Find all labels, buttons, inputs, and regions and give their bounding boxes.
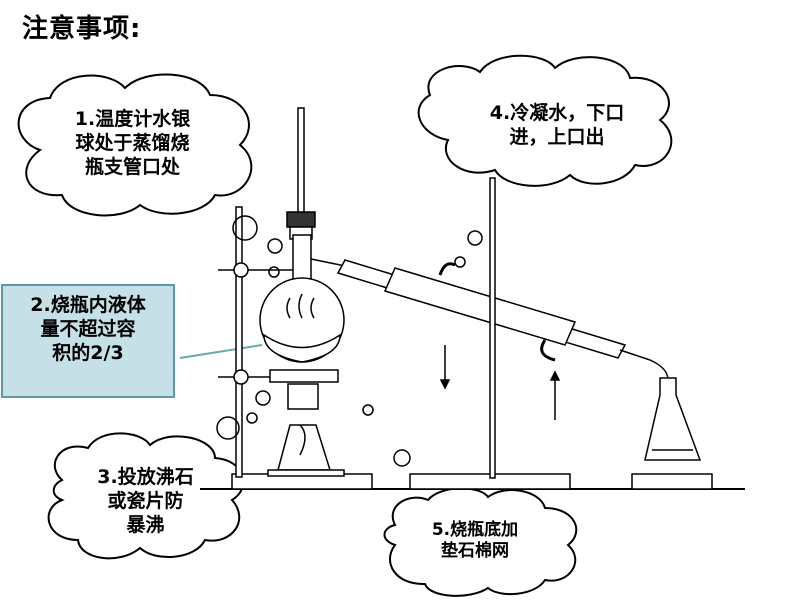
note-thermometer-position: 1.温度计水银 球处于蒸馏烧 瓶支管口处 [40,108,225,179]
note-4-line-1: 4.冷凝水，下口 [489,102,625,124]
note-1-line-3: 瓶支管口处 [84,155,180,178]
bubbles [216,215,483,467]
condenser [336,259,627,420]
note-1-line-1: 1.温度计水银 [74,108,191,130]
cloud-note-4 [417,54,673,187]
left-ring-stand [218,206,373,490]
note-liquid-volume: 2.烧瓶内液体 量不超过容 积的2/3 [4,294,172,365]
note-2-line-2: 量不超过容 [40,317,136,340]
note-5-line-1: 5.烧瓶底加 [431,520,519,540]
note-condenser-water: 4.冷凝水，下口 进，上口出 [452,102,662,150]
cloud-note-3 [47,432,245,560]
note-5-line-2: 垫石棉网 [441,541,509,562]
thermometer [286,107,316,244]
center-ring-stand [409,177,571,490]
note-4-line-2: 进，上口出 [509,125,605,148]
note-2-line-3: 积的2/3 [52,341,124,364]
note-2-pointer [179,344,263,359]
note-3-line-2: 或瓷片防 [107,489,184,512]
cloud-note-1 [17,73,253,217]
page-title: 注意事项: [22,14,142,44]
note-3-line-1: 3.投放沸石 [97,466,194,488]
note-boiling-chips: 3.投放沸石 或瓷片防 暴沸 [58,466,233,537]
receiving-flask [619,349,713,490]
burner [267,369,345,477]
note-asbestos-gauze: 5.烧瓶底加 垫石棉网 [395,520,555,563]
distilling-flask [259,234,356,363]
note-2-line-1: 2.烧瓶内液体 [30,294,146,316]
note-1-line-2: 球处于蒸馏烧 [75,131,190,154]
note-2-box [1,284,175,398]
note-3-line-3: 暴沸 [126,513,165,536]
